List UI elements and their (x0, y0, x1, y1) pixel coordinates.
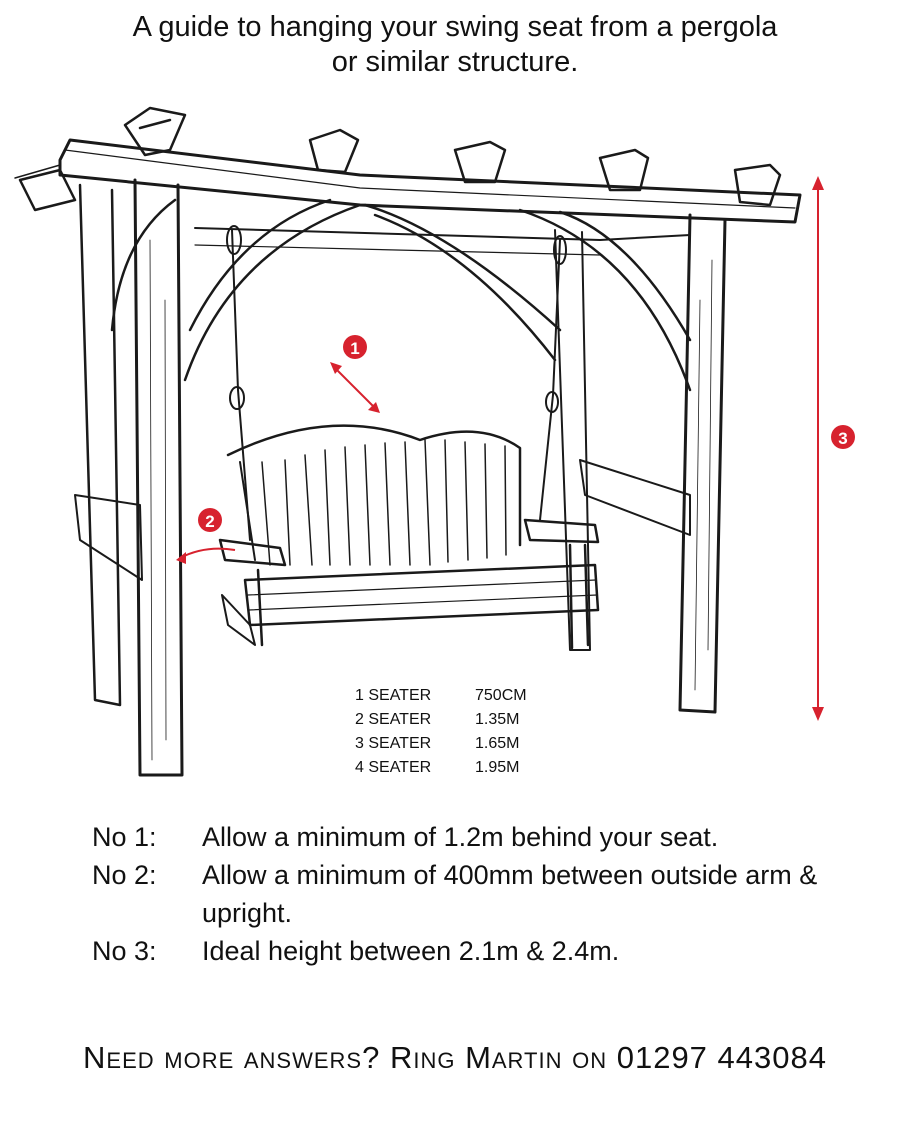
rafters (123, 106, 782, 207)
seat-name: 2 SEATER (355, 711, 432, 728)
marker-3-label: 3 (838, 429, 847, 448)
seat-width: 1.35M (475, 711, 520, 728)
seat-width: 1.95M (475, 759, 520, 776)
measurement-markers: 1 2 3 (176, 176, 855, 721)
note-number: No 2: (92, 860, 157, 890)
seat-width: 750CM (475, 687, 527, 704)
title-line-1: A guide to hanging your swing seat from … (132, 11, 778, 43)
marker-2-label: 2 (205, 512, 214, 531)
seat-name: 3 SEATER (355, 735, 432, 752)
posts (78, 178, 727, 777)
seat-size-table: 1 SEATER 750CM 2 SEATER 1.35M 3 SEATER 1… (355, 684, 565, 780)
size-row: 4 SEATER 1.95M (355, 756, 565, 780)
note-item: No 2: Allow a minimum of 400mm between o… (92, 856, 872, 932)
marker-1-label: 1 (350, 339, 359, 358)
chains (226, 225, 567, 541)
size-row: 2 SEATER 1.35M (355, 708, 565, 732)
braces (110, 198, 692, 392)
contact-footer: Need more answers? Ring Martin on 01297 … (83, 1040, 827, 1075)
pergola-swing-illustration: 1 2 3 (14, 106, 855, 777)
note-item: No 1: Allow a minimum of 1.2m behind you… (92, 818, 872, 856)
back-beam (194, 227, 691, 241)
seat-name: 1 SEATER (355, 687, 432, 704)
marker-1: 1 (330, 335, 380, 413)
swing-seat (218, 424, 600, 650)
size-row: 3 SEATER 1.65M (355, 732, 565, 756)
size-row: 1 SEATER 750CM (355, 684, 565, 708)
marker-2: 2 (176, 508, 236, 564)
note-text: Ideal height between 2.1m & 2.4m. (202, 936, 620, 966)
title-line-2: or similar structure. (331, 46, 579, 78)
front-beam (14, 138, 802, 224)
side-rail (74, 494, 143, 581)
page-title: A guide to hanging your swing seat from … (0, 10, 910, 80)
marker-3: 3 (812, 176, 855, 721)
note-text: Allow a minimum of 400mm between outside… (202, 860, 818, 928)
seat-width: 1.65M (475, 735, 520, 752)
notes-list: No 1: Allow a minimum of 1.2m behind you… (92, 818, 872, 970)
note-item: No 3: Ideal height between 2.1m & 2.4m. (92, 932, 872, 970)
note-number: No 1: (92, 822, 157, 852)
seat-name: 4 SEATER (355, 759, 432, 776)
note-number: No 3: (92, 936, 157, 966)
note-text: Allow a minimum of 1.2m behind your seat… (202, 822, 719, 852)
